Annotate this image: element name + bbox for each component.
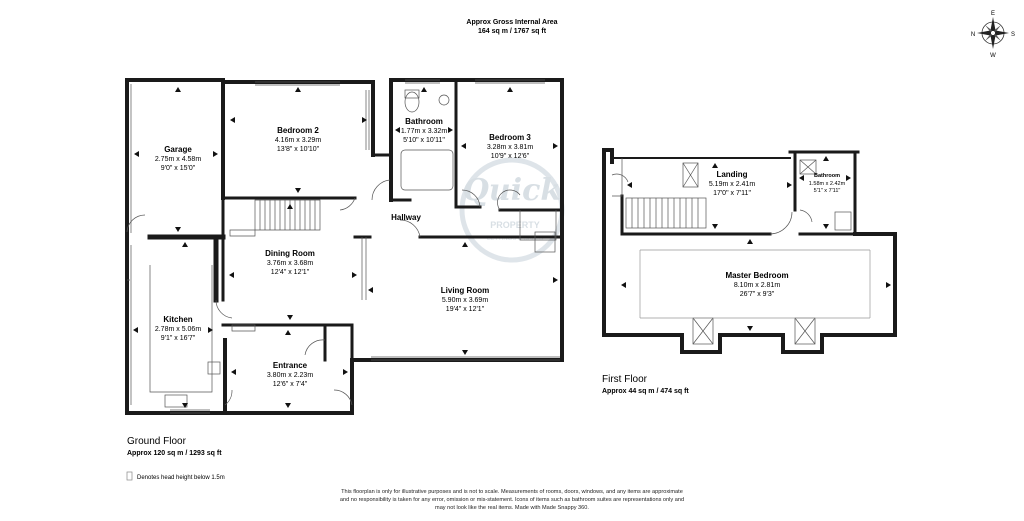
disclaimer-line-1: This floorplan is only for illustrative …: [341, 489, 683, 495]
bedroom3-label: Bedroom 3: [489, 133, 531, 142]
first-floor-details: [611, 158, 871, 345]
bathroom-ff-label: Bathroom: [814, 173, 840, 179]
hallway-label: Hallway: [391, 213, 421, 222]
garage-metric: 2.75m x 4.58m: [155, 156, 201, 163]
first-floor-title: First Floor: [602, 374, 648, 385]
compass-label-w: W: [990, 53, 996, 59]
master-bedroom-imperial: 26'7" x 9'3": [740, 291, 775, 298]
bedroom2-label: Bedroom 2: [277, 126, 319, 135]
ground-floor-title: Ground Floor: [127, 436, 187, 447]
living-room-metric: 5.90m x 3.69m: [442, 297, 488, 304]
ground-floor-plan: [125, 78, 564, 415]
compass-label-e: E: [991, 11, 995, 17]
watermark-line2: PROPERTY: [490, 220, 540, 230]
kitchen-label: Kitchen: [163, 315, 192, 324]
bathroom-gf-label: Bathroom: [405, 117, 443, 126]
master-bedroom-label: Master Bedroom: [725, 271, 788, 280]
disclaimer-line-3: may not look like the real items. Made w…: [435, 505, 589, 511]
garage-label: Garage: [164, 145, 192, 154]
bathroom-ff-metric: 1.58m x 2.42m: [809, 181, 846, 187]
bathroom-ff-imperial: 5'1" x 7'11": [814, 188, 841, 194]
bedroom3-metric: 3.28m x 3.81m: [487, 144, 533, 151]
bathroom-gf-imperial: 5'10" x 10'11": [403, 137, 445, 144]
master-bedroom-metric: 8.10m x 2.81m: [734, 282, 780, 289]
landing-metric: 5.19m x 2.41m: [709, 181, 755, 188]
head-height-legend-text: Denotes head height below 1.5m: [137, 475, 225, 481]
kitchen-imperial: 9'1" x 16'7": [161, 335, 196, 342]
entrance-label: Entrance: [273, 361, 308, 370]
ground-floor-details: [126, 79, 560, 414]
entrance-metric: 3.80m x 2.23m: [267, 372, 313, 379]
bedroom2-metric: 4.16m x 3.29m: [275, 137, 321, 144]
living-room-imperial: 19'4" x 12'1": [446, 306, 485, 313]
entrance-imperial: 12'6" x 7'4": [273, 381, 308, 388]
first-floor-plan: [602, 148, 897, 354]
watermark-line3: LETTINGS & SALES: [487, 236, 543, 242]
disclaimer-line-2: and no responsibility is taken for any e…: [340, 497, 684, 503]
dining-room-metric: 3.76m x 3.68m: [267, 260, 313, 267]
dining-room-label: Dining Room: [265, 249, 315, 258]
first-floor-area: Approx 44 sq m / 474 sq ft: [602, 388, 689, 395]
ground-floor-area: Approx 120 sq m / 1293 sq ft: [127, 450, 222, 457]
landing-label: Landing: [716, 170, 747, 179]
landing-imperial: 17'0" x 7'11": [713, 190, 751, 197]
bathroom-gf-metric: 1.77m x 3.32m: [401, 128, 447, 135]
compass-label-n: N: [971, 32, 975, 38]
kitchen-metric: 2.78m x 5.06m: [155, 326, 201, 333]
gross-area-value: 164 sq m / 1767 sq ft: [478, 28, 547, 35]
head-height-legend-swatch: [126, 471, 133, 481]
bedroom3-imperial: 10'9" x 12'6": [491, 153, 530, 160]
compass-label-s: S: [1011, 32, 1015, 38]
dimension-markers: [133, 87, 891, 408]
garage-imperial: 9'0" x 15'0": [161, 165, 196, 172]
living-room-label: Living Room: [441, 286, 489, 295]
gross-area-title: Approx Gross Internal Area: [466, 19, 557, 26]
dining-room-imperial: 12'4" x 12'1": [271, 269, 310, 276]
compass-rose-icon: N E S W: [971, 11, 1015, 59]
bedroom2-imperial: 13'8" x 10'10": [277, 146, 320, 153]
